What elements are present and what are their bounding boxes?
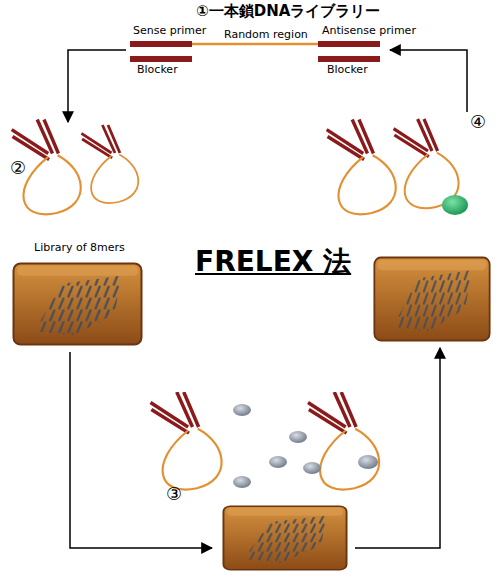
step3-molecules [151, 392, 380, 490]
part-name: Blocker [327, 64, 368, 77]
8mer-library-box [223, 506, 346, 570]
callout-number: ③ [166, 484, 182, 505]
dna-library [130, 41, 380, 62]
arrow [68, 50, 126, 122]
target-molecule [233, 404, 251, 416]
random-region [192, 43, 318, 46]
dna-strand [308, 392, 379, 490]
box-art [14, 263, 142, 344]
callout-number: ② [10, 158, 26, 179]
part-name: Blocker [137, 64, 178, 77]
part-name: Antisense primer [322, 25, 416, 38]
arrow [70, 352, 212, 548]
step-title: ①一本鎖DNAライブラリー [196, 3, 380, 20]
dna-strand [394, 119, 459, 208]
box-heading: Library of 8mers [34, 242, 125, 255]
sense-primer [130, 41, 192, 47]
dna-strand [151, 392, 222, 490]
arrow [390, 50, 467, 112]
box-shape [12, 262, 143, 346]
target-molecule [269, 456, 287, 468]
target-molecule [358, 455, 378, 469]
part-name: Random region [224, 29, 308, 42]
blocker [318, 56, 380, 62]
antisense-primer [318, 41, 380, 47]
8mer-library-box [374, 258, 489, 341]
target-molecule [303, 462, 321, 474]
target-molecule [289, 431, 307, 443]
8mer-library-box: Library of 8mers [12, 262, 143, 346]
bound-target [442, 195, 468, 215]
blocker [130, 56, 192, 62]
callout-number: ④ [470, 112, 486, 133]
part-name: Sense primer [133, 25, 206, 38]
step2-molecules [12, 120, 139, 215]
dna-strand [327, 120, 396, 215]
step4-molecules [327, 119, 468, 215]
target-molecule [233, 476, 251, 488]
diagram-title: FRELEX 法 [195, 246, 351, 278]
arrow [355, 348, 440, 548]
dna-strand [81, 125, 138, 203]
